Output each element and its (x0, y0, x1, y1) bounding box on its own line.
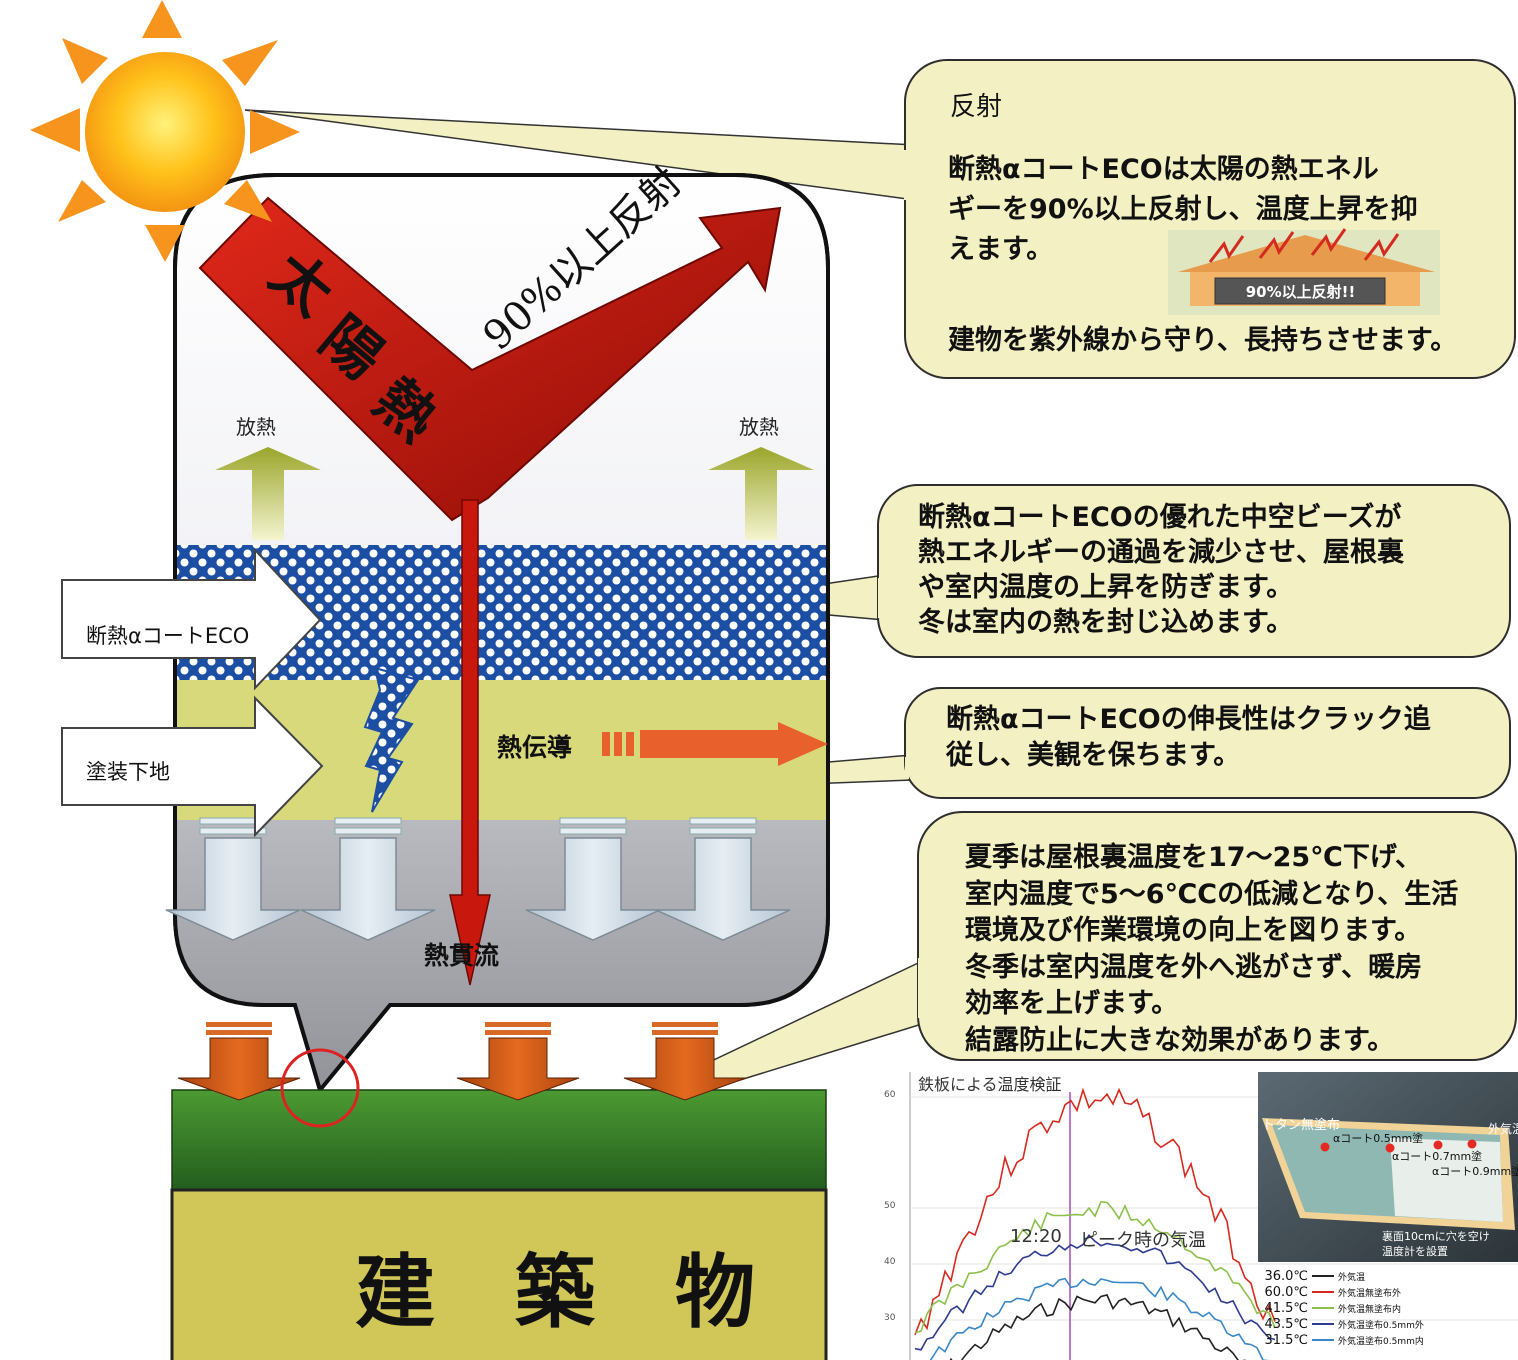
transmission-arrows (177, 1022, 747, 1101)
callout-reflection-line: 断熱αコートECOは太陽の熱エネル (948, 154, 1379, 185)
legend-value: 41.5℃ (1264, 1300, 1308, 1316)
legend-swatch (1312, 1275, 1334, 1277)
chart-series-line (929, 1277, 1270, 1360)
legend-label: 外気温塗布0.5mm外 (1338, 1320, 1424, 1331)
photo-label-uncoated: トタン無塗布 (1262, 1118, 1341, 1133)
callout-beads-line: 冬は室内の熱を封じ込めます。 (918, 607, 1294, 638)
callout-reflection-footer: 建物を紫外線から守り、長持ちさせます。 (948, 325, 1458, 356)
photo-label-coat07: αコート0.7mm塗 (1392, 1150, 1483, 1163)
callout-seasonal-body: 夏季は屋根裏温度を17〜25℃下げ、 室内温度で5〜6℃Cの低減となり、生活 環… (965, 840, 1458, 1059)
legend-swatch (1312, 1291, 1334, 1293)
callout-seasonal-line: 夏季は屋根裏温度を17〜25℃下げ、 (965, 842, 1422, 873)
condensation-highlight-circle (280, 1048, 360, 1128)
photo-note-line-2: 温度計を設置 (1382, 1245, 1448, 1258)
callout-beads-line: 熱エネルギーの通過を減少させ、屋根裏 (918, 537, 1404, 568)
chart-y-tick: 50 (884, 1201, 896, 1211)
legend-row: 60.0℃ 外気温無塗布外 (1250, 1284, 1516, 1300)
chart-y-tick: 30 (884, 1313, 896, 1323)
heat-flow-arrows (165, 817, 791, 941)
callout-reflection-body: 断熱αコートECOは太陽の熱エネル ギーを90%以上反射し、温度上昇を抑 えます… (948, 150, 1418, 270)
callout-beads-line: 断熱αコートECOの優れた中空ビーズが (918, 502, 1402, 533)
building (170, 1089, 828, 1360)
legend-label: 外気温 (1338, 1272, 1366, 1283)
photo-note-line-1: 裏面10cmに穴を空け (1382, 1230, 1490, 1243)
reflection-inset-image (1168, 228, 1440, 315)
radiation-arrow-right (708, 447, 814, 540)
radiation-label-left: 放熱 (236, 415, 276, 439)
legend-swatch (1312, 1323, 1334, 1325)
chart-series-line (914, 1200, 1276, 1334)
photo-label-outside: 外気温 (1488, 1122, 1518, 1136)
chart-series-line (949, 1294, 1246, 1360)
callout-reflection-line: えます。 (948, 234, 1054, 265)
chart-title: 鉄板による温度検証 (918, 1075, 1062, 1094)
photo-label-coat09: αコート0.9mm塗 (1432, 1165, 1518, 1178)
legend-value: 60.0℃ (1264, 1284, 1308, 1300)
radiation-arrow-left (215, 447, 321, 540)
temperature-chart (860, 1070, 1518, 1360)
sun-icon (30, 0, 300, 262)
callout-beads-body: 断熱αコートECOの優れた中空ビーズが 熱エネルギーの通過を減少させ、屋根裏 や… (918, 500, 1404, 640)
legend-value: 31.5℃ (1264, 1332, 1308, 1348)
callout-seasonal-line: 冬季は室内温度を外へ逃がさず、暖房 (965, 951, 1423, 983)
substrate-label-arrow (61, 695, 324, 838)
legend-swatch (1312, 1307, 1334, 1309)
photo-label-coat05: αコート0.5mm塗 (1333, 1132, 1424, 1145)
solar-heat-arrow (198, 196, 782, 986)
conduction-arrow (602, 722, 828, 766)
substrate-label: 塗装下地 (86, 760, 170, 784)
callout-elasticity-line: 断熱αコートECOの伸長性はクラック追 (946, 704, 1431, 735)
radiation-label-right: 放熱 (739, 415, 779, 439)
callout-seasonal-line: 室内温度で5〜6℃Cの低減となり、生活 (965, 878, 1459, 910)
legend-label: 外気温無塗布外 (1338, 1288, 1402, 1299)
chart-series-line (914, 1234, 1276, 1351)
legend-label: 外気温無塗布内 (1338, 1304, 1402, 1315)
callout-reflection-heading: 反射 (950, 92, 1003, 122)
conduction-label: 熱伝導 (497, 733, 573, 762)
legend-value: 36.0℃ (1264, 1268, 1308, 1284)
legend-row: 41.5℃ 外気温無塗布内 (1250, 1300, 1516, 1316)
chart-legend: 36.0℃ 外気温 60.0℃ 外気温無塗布外 41.5℃ 外気温無塗布内 43.5℃ 外気温… (1250, 1268, 1516, 1348)
legend-row: 31.5℃ 外気温塗布0.5mm内 (1250, 1332, 1516, 1348)
callout-beads-line: や室内温度の上昇を防ぎます。 (918, 572, 1294, 603)
callout-elasticity-body: 断熱αコートECOの伸長性はクラック追 従し、美観を保ちます。 (946, 702, 1431, 774)
through-flow-label: 熱貫流 (424, 941, 500, 970)
coat-label-arrow (61, 547, 322, 691)
chart-y-tick: 60 (884, 1090, 896, 1100)
chart-y-tick: 40 (884, 1257, 896, 1267)
reflection-inset-badge: 90%以上反射!! (1245, 283, 1356, 301)
callout-reflection-line: ギーを90%以上反射し、温度上昇を抑 (948, 194, 1418, 225)
peak-time-label: 12:20 (1010, 1226, 1062, 1247)
legend-swatch (1312, 1339, 1334, 1341)
legend-label: 外気温塗布0.5mm内 (1338, 1336, 1424, 1347)
coat-label: 断熱αコートECO (86, 624, 250, 648)
chart-series-line (914, 1087, 1276, 1336)
peak-description-label: ピーク時の気温 (1080, 1230, 1206, 1251)
callout-elasticity-line: 従し、美観を保ちます。 (946, 740, 1241, 771)
building-label: 建 築 物 (355, 1246, 755, 1339)
legend-value: 43.5℃ (1264, 1316, 1308, 1332)
legend-row: 36.0℃ 外気温 (1250, 1268, 1516, 1284)
legend-row: 43.5℃ 外気温塗布0.5mm外 (1250, 1316, 1516, 1332)
crack-icon (363, 666, 420, 813)
callout-seasonal-line: 結露防止に大きな効果があります。 (965, 1024, 1395, 1056)
callout-seasonal-line: 環境及び作業環境の向上を図ります。 (965, 915, 1422, 946)
callout-seasonal-line: 効率を上げます。 (965, 988, 1179, 1019)
